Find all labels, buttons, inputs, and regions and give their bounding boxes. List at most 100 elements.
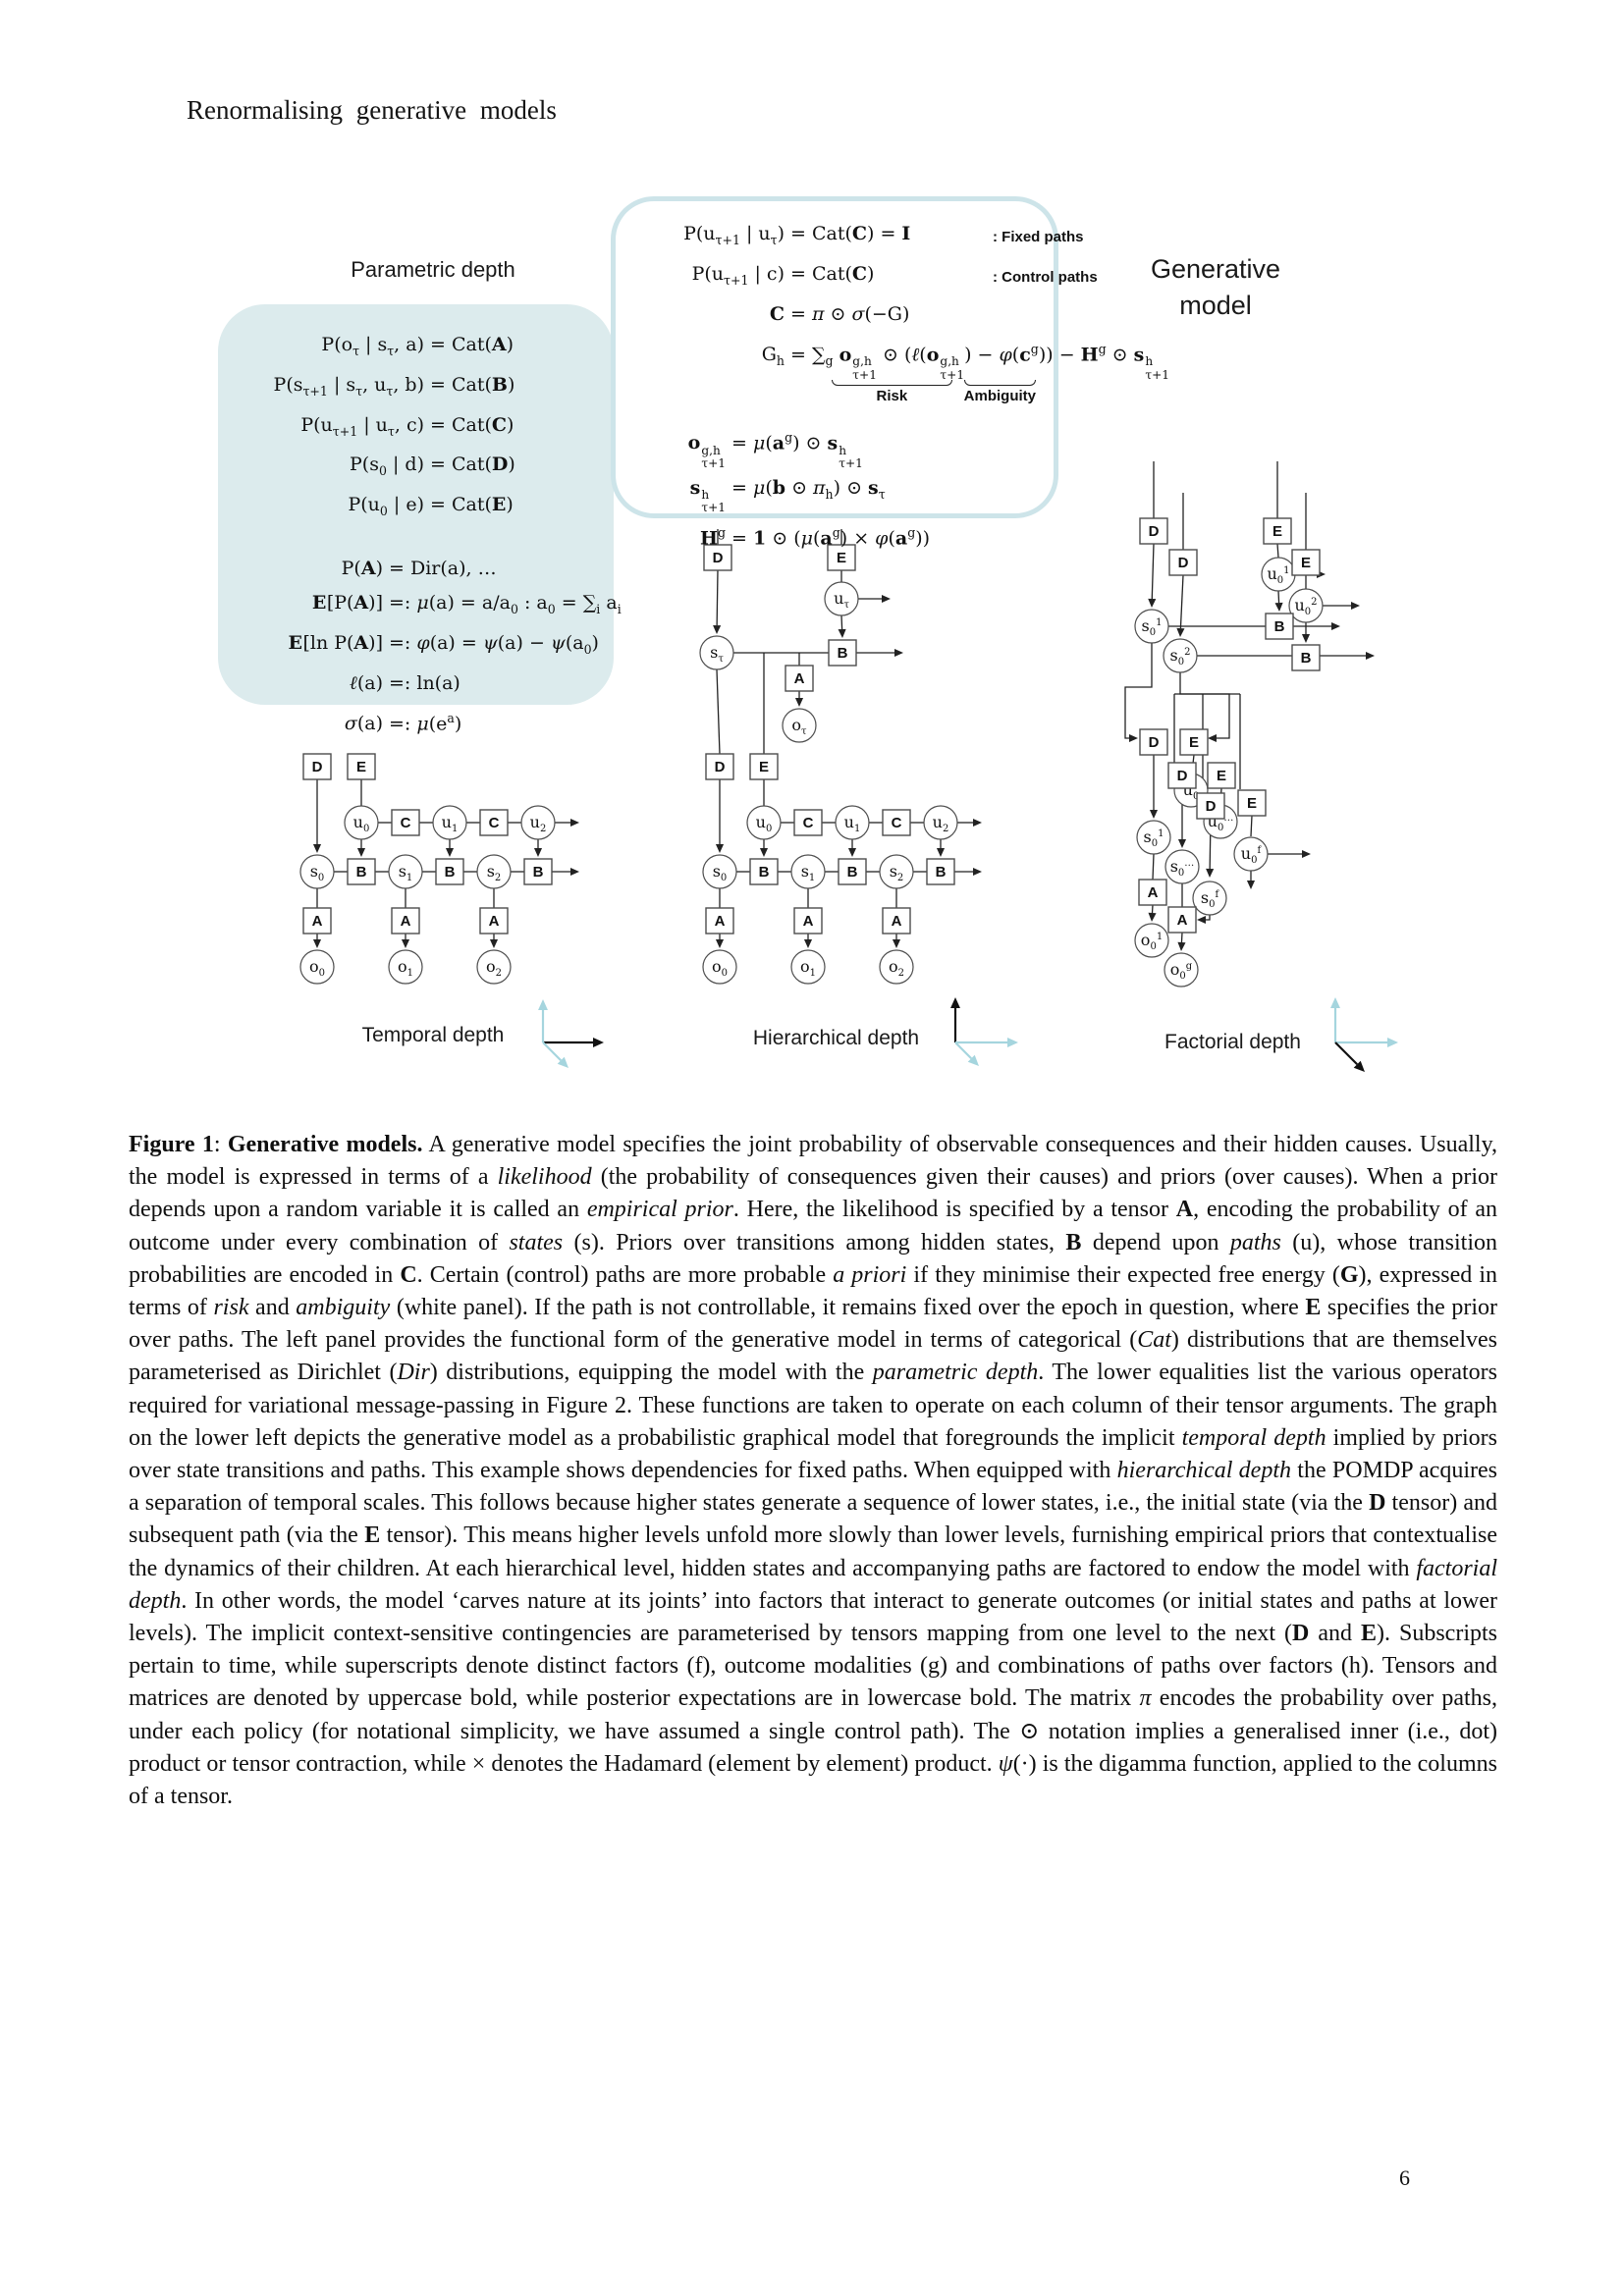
edge (1152, 853, 1155, 881)
svg-text:A: A (794, 670, 805, 687)
equation-lhs: P(uτ+1 | c) (691, 262, 785, 288)
svg-text:s2: s2 (487, 862, 502, 883)
equation-lhs: P(u0 | e) (348, 494, 424, 518)
arrow-edge (794, 691, 804, 707)
arrow-edge (957, 818, 982, 828)
variable-node-u0f: u0f (1233, 836, 1269, 872)
equation-rhs: = Dir(a), … (389, 557, 497, 579)
underbrace-risk: Risk (832, 379, 952, 410)
arrow-edge (1148, 543, 1157, 608)
equation-row: E[ln P(A)]=: φ(a) = ψ(a) − ψ(a0) (236, 626, 599, 667)
tensor-node-b: B (749, 858, 779, 885)
svg-text:D: D (715, 759, 726, 775)
tensor-node-d: D (302, 753, 332, 780)
svg-text:u1: u1 (442, 813, 459, 834)
svg-text:o01: o01 (1141, 931, 1163, 952)
svg-text:D: D (1206, 798, 1217, 815)
arrow-edge (1177, 932, 1186, 951)
equation-lhs: P(uτ+1 | uτ, c) (300, 413, 424, 439)
equation-row: C= π ⊙ σ(−G) (639, 297, 1036, 332)
arrow-edge (489, 934, 499, 948)
tensor-node-a: A (705, 907, 734, 934)
tensor-node-e: E (827, 544, 856, 571)
arrow-edge (1319, 651, 1375, 661)
tensor-node-d: D (703, 544, 732, 571)
svg-text:B: B (936, 864, 947, 881)
svg-text:B: B (445, 864, 456, 881)
arrow-edge (856, 648, 903, 658)
equation-row: P(A)= Dir(a), … (236, 552, 596, 586)
svg-text:u02: u02 (1294, 596, 1317, 617)
tensor-node-a: A (1167, 906, 1197, 934)
arrow-edge (1301, 622, 1311, 643)
equation-rhs: =: μ(ea) (389, 710, 462, 734)
svg-text:u0f: u0f (1241, 844, 1263, 866)
arrow-edge (803, 934, 813, 948)
edge (716, 668, 721, 755)
svg-text:C: C (892, 815, 902, 831)
hierarchical-depth-axes (950, 997, 1018, 1066)
tensor-node-a: A (1138, 879, 1167, 906)
arrow-edge (1323, 601, 1360, 611)
svg-text:C: C (803, 815, 814, 831)
svg-text:s1: s1 (801, 862, 816, 883)
equation-lhs: E[P(A)] (311, 591, 383, 614)
svg-text:D: D (713, 550, 724, 566)
arrow-edge (551, 867, 579, 877)
svg-text:s0: s0 (310, 862, 325, 883)
svg-text:s0: s0 (713, 862, 728, 883)
parametric-depth-label: Parametric depth (351, 257, 515, 282)
equation-row: σ(a) =: μ(ea) (236, 701, 596, 741)
tensor-node-a: A (793, 907, 823, 934)
svg-text:u0: u0 (353, 813, 370, 834)
variable-node-o: oτ (782, 708, 817, 743)
factorial-depth-axes (1330, 997, 1398, 1072)
tensor-node-d: D (705, 753, 734, 780)
arrow-edge (312, 934, 322, 948)
variable-node-u2: u2 (923, 805, 958, 840)
arrow-edge (715, 934, 725, 948)
variable-node-u0: u0 (746, 805, 782, 840)
equation-annotation: : Control paths (993, 268, 1098, 286)
arrow-edge (312, 779, 322, 853)
tensor-node-c: C (479, 809, 509, 836)
tensor-node-b: B (926, 858, 955, 885)
tensor-node-b: B (347, 858, 376, 885)
tensor-node-c: C (882, 809, 911, 836)
variable-node-o1: o1 (388, 949, 423, 985)
svg-text:D: D (1177, 768, 1188, 784)
tensor-node-e: E (1179, 728, 1209, 756)
svg-text:o2: o2 (889, 957, 904, 979)
variable-node-o01: o01 (1134, 923, 1169, 958)
arrow-edge (858, 594, 891, 604)
svg-text:B: B (847, 864, 858, 881)
tensor-node-a: A (785, 665, 814, 692)
variable-node-u01: u01 (1261, 557, 1296, 592)
svg-text:D: D (1178, 555, 1189, 571)
equation-rhs: = Cat(E) (430, 494, 514, 516)
edge (1250, 815, 1253, 837)
arrow-edge (892, 934, 901, 948)
arrow-edge (759, 839, 769, 857)
arrow-edge (955, 1038, 1018, 1047)
equation-row: E[P(A)]=: μ(a) = a/a0 : a0 = ∑i ai (236, 586, 622, 626)
tensor-node-e: E (1291, 549, 1321, 576)
variable-node-u1: u1 (835, 805, 870, 840)
equation-lhs: Gh (761, 343, 785, 368)
svg-text:B: B (533, 864, 544, 881)
equation-lhs: σ(a) (344, 712, 383, 734)
arrow-edge (1274, 590, 1283, 612)
equation-rhs: =: ln(a) (389, 671, 460, 694)
variable-node-o2: o2 (879, 949, 914, 985)
svg-text:C: C (401, 815, 411, 831)
tensor-node-e: E (1207, 762, 1236, 789)
